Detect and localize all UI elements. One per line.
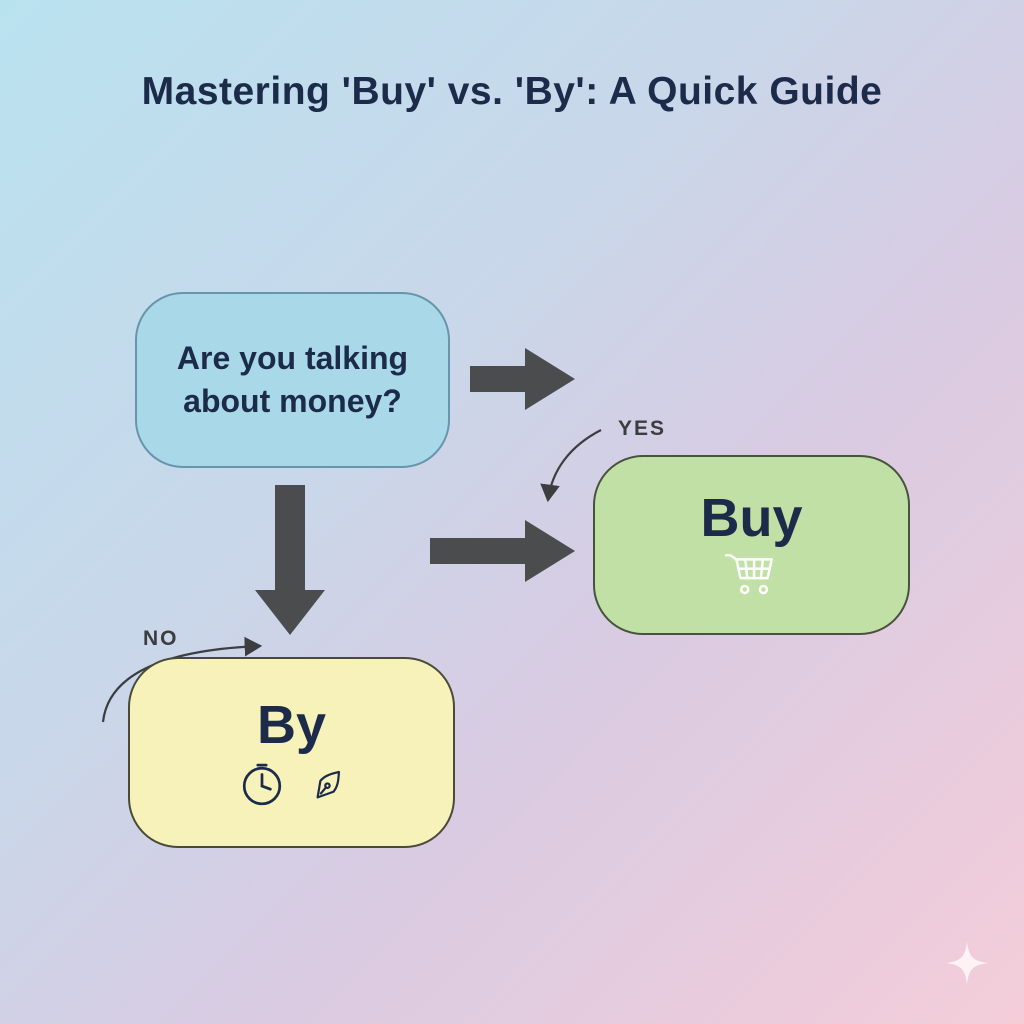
buy-box: Buy xyxy=(593,455,910,635)
sparkle-icon xyxy=(946,942,988,984)
down-arrow xyxy=(255,485,325,635)
shopping-cart-icon xyxy=(724,554,773,595)
pen-nib-icon xyxy=(316,770,340,798)
page-title: Mastering 'Buy' vs. 'By': A Quick Guide xyxy=(141,70,883,113)
no-label: NO xyxy=(143,627,179,650)
buy-label: Buy xyxy=(700,488,803,548)
by-icons-row xyxy=(239,762,345,808)
right-arrow-top xyxy=(470,348,575,410)
clock-icon xyxy=(242,763,281,805)
right-arrow-middle xyxy=(430,520,575,582)
question-box: Are you talking about money? xyxy=(135,292,450,468)
yes-curve-arrow xyxy=(540,429,602,503)
yes-label: YES xyxy=(618,417,667,440)
by-label: By xyxy=(256,694,327,755)
question-text: Are you talking about money? xyxy=(176,339,409,419)
by-box: By xyxy=(128,657,455,848)
